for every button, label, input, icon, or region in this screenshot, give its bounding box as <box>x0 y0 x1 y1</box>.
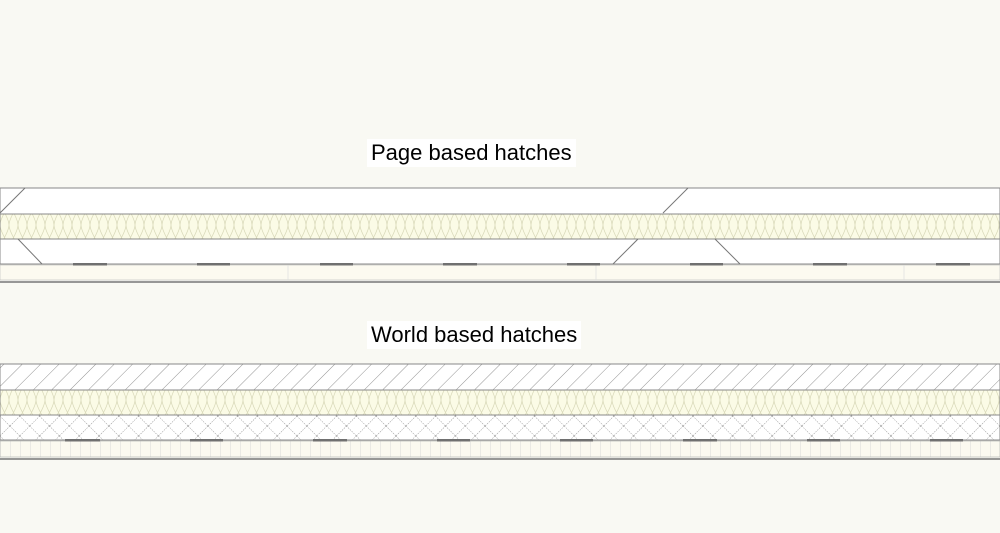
page-hatch-lines <box>0 187 741 265</box>
page-lower-layer <box>0 238 1000 265</box>
page-based-title: Page based hatches <box>367 139 576 167</box>
world-strip-layer <box>0 440 1000 458</box>
world-crosshatch-layer <box>0 414 1000 441</box>
page-insulation-layer <box>0 213 1000 240</box>
world-based-title: World based hatches <box>367 321 582 349</box>
world-diagonal-layer <box>0 363 1000 391</box>
page-based-wall-section <box>0 187 1000 283</box>
page-top-layer <box>0 187 1000 215</box>
page-dash-marks <box>73 263 970 266</box>
page-strip-layer <box>0 264 1000 281</box>
world-insulation-layer <box>0 389 1000 416</box>
world-dash-marks <box>65 439 963 442</box>
world-based-wall-section <box>0 363 1000 460</box>
